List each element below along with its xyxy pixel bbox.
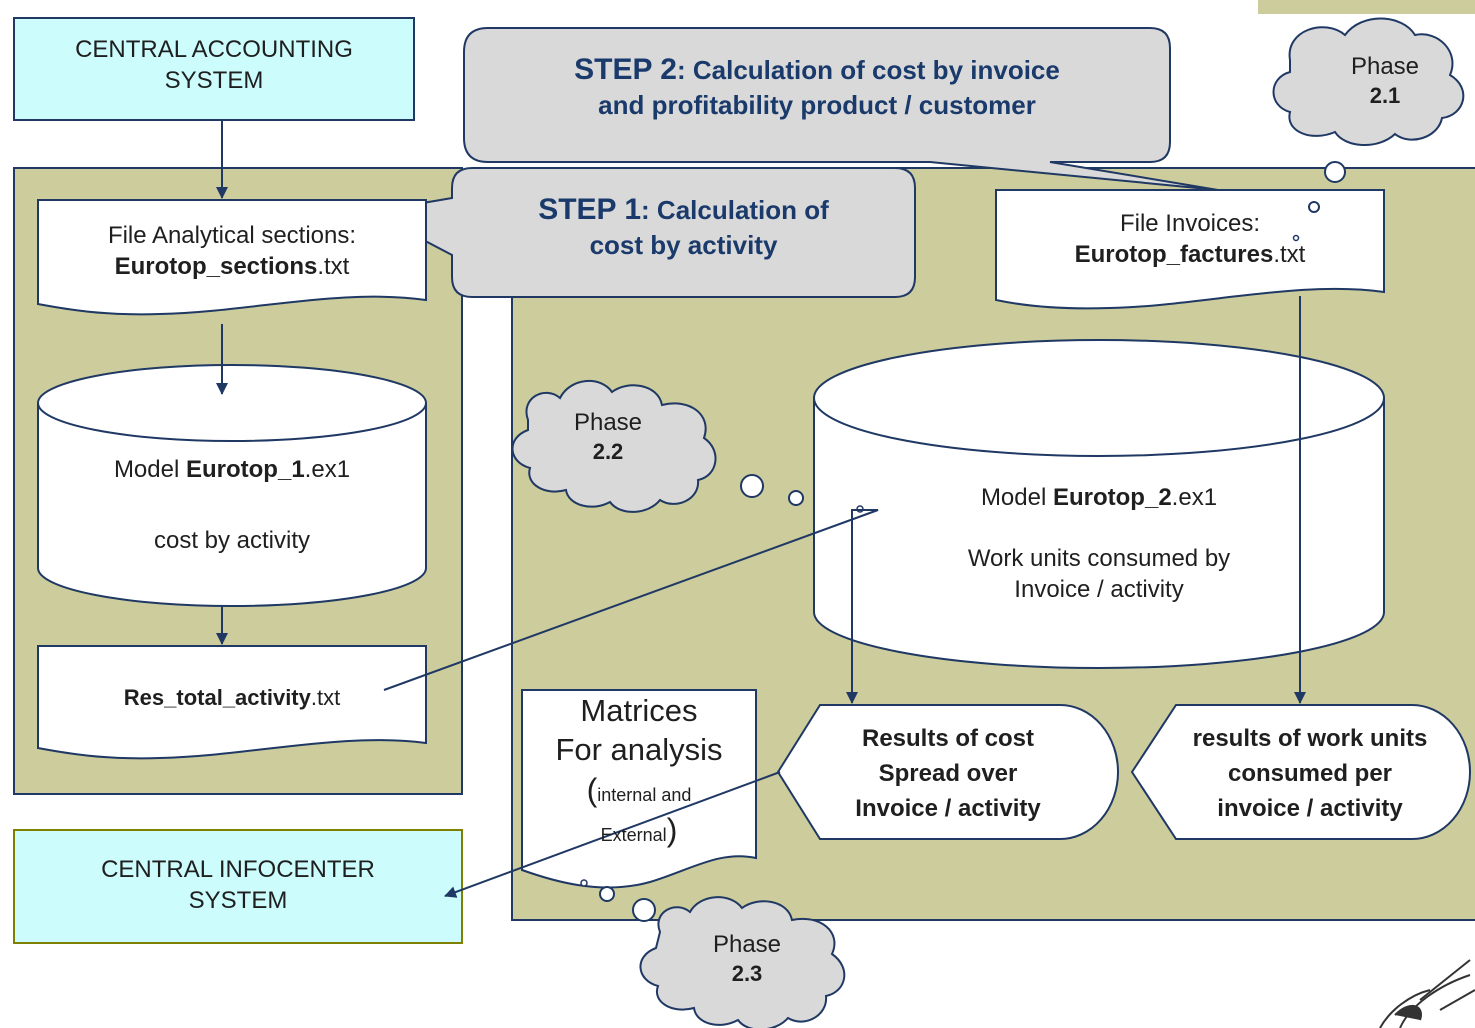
arrow-results-to-infocenter	[444, 771, 781, 898]
file-invoices-label: File Invoices: Eurotop_factures.txt	[1074, 210, 1306, 269]
phase-2-2-label: Phase 2.2	[573, 409, 643, 464]
results-cost-shape	[776, 704, 1119, 840]
central-infocenter-box	[13, 829, 463, 944]
results-units-shape	[1130, 704, 1471, 840]
phase-2-1-label: Phase 2.1	[1350, 53, 1420, 108]
corner-decoration	[1258, 0, 1475, 14]
matrices-label: Matrices For analysis (internal and Exte…	[555, 693, 723, 848]
step2-label: STEP 2: Calculation of cost by invoice a…	[574, 53, 1060, 120]
results-cost-label: Results of cost Spread over Invoice / ac…	[855, 725, 1041, 822]
insect-illustration	[1379, 959, 1475, 1028]
central-accounting-label: CENTRAL ACCOUNTING SYSTEM	[75, 36, 353, 95]
file-sections-doc	[37, 199, 427, 316]
phase-2-3-cloud	[639, 896, 846, 1028]
res-total-label: Res_total_activity.txt	[123, 685, 341, 710]
file-sections-label: File Analytical sections: Eurotop_sectio…	[107, 222, 357, 281]
file-invoices-doc	[995, 189, 1385, 310]
phase-2-3-label: Phase 2.3	[712, 931, 782, 986]
phase-2-1-cloud	[1272, 17, 1465, 147]
step1-callout	[366, 167, 916, 298]
results-units-label: results of work units consumed per invoi…	[1192, 725, 1428, 822]
central-accounting-box	[13, 17, 415, 121]
res-total-doc	[37, 645, 427, 760]
arrow-res-to-results-cost	[383, 509, 879, 704]
model1-cylinder	[37, 403, 427, 607]
phase-2-2-cloud	[511, 379, 717, 513]
step2-callout	[463, 27, 1219, 191]
matrices-doc	[521, 689, 757, 889]
step1-label: STEP 1: Calculation of cost by activity	[538, 193, 829, 260]
central-infocenter-label: CENTRAL INFOCENTER SYSTEM	[101, 856, 375, 915]
model2-label: Model Eurotop_2.ex1 Work units consumed …	[967, 484, 1231, 604]
model1-label: Model Eurotop_1.ex1 cost by activity	[113, 456, 351, 555]
model2-cylinder	[813, 398, 1385, 669]
